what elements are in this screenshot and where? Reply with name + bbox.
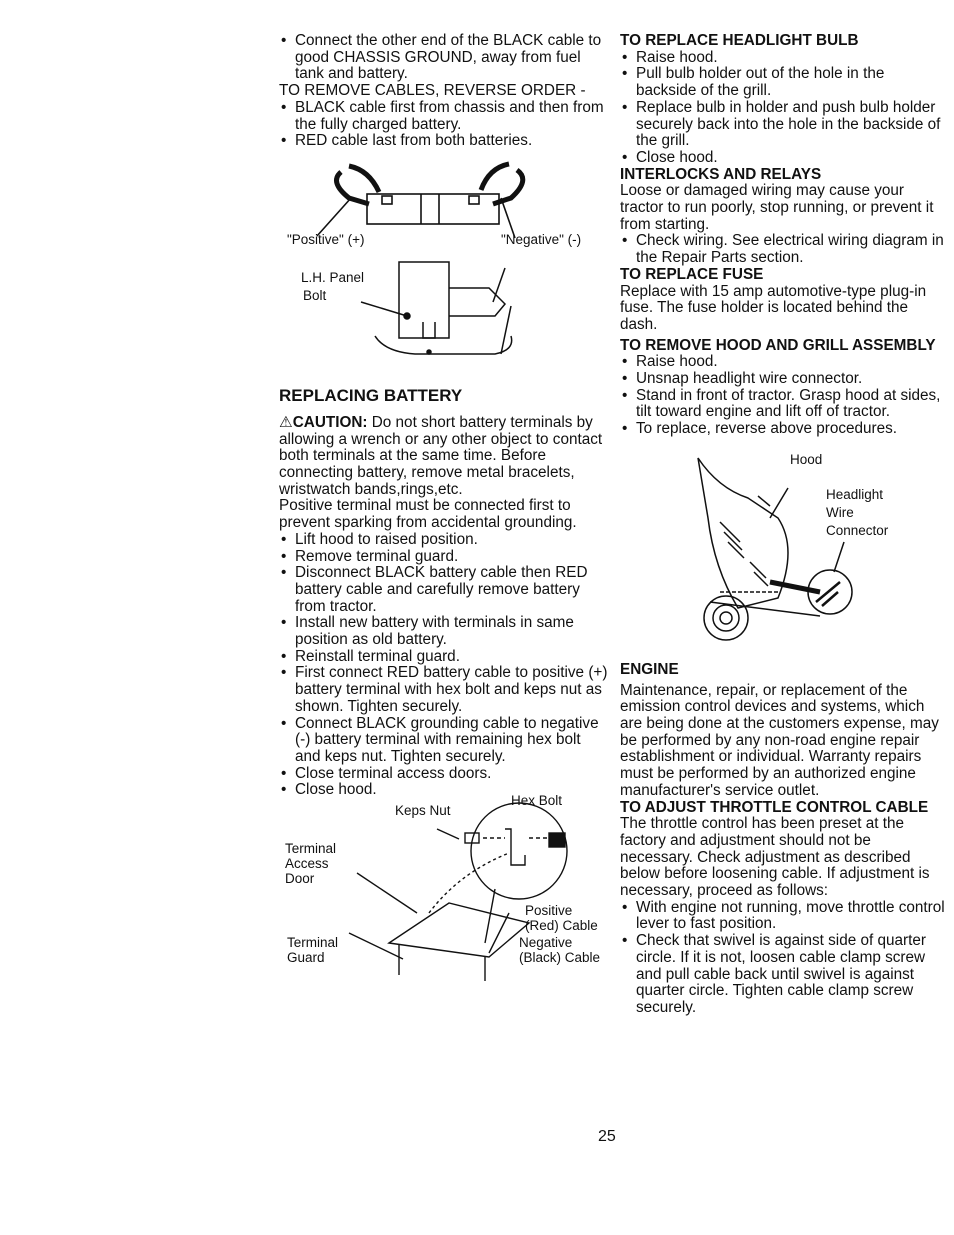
list-item: Connect the other end of the BLACK cable…	[279, 32, 609, 83]
list-item: Stand in front of tractor. Grasp hood at…	[620, 387, 946, 421]
list-item: RED cable last from both batteries.	[279, 133, 609, 150]
throttle-text: The throttle control has been preset at …	[620, 815, 930, 900]
battery-terminal-illustration	[348, 802, 568, 982]
hood-list: Raise hood. Unsnap headlight wire connec…	[620, 354, 946, 438]
hood-figure: Hood Headlight Wire Connector	[620, 452, 946, 652]
remove-cables-list: BLACK cable first from chassis and then …	[279, 99, 609, 150]
battery-terminal-figure: Keps Nut Hex Bolt Terminal Access Door T…	[279, 793, 609, 983]
list-item: Raise hood.	[620, 354, 946, 371]
caution-icon: ⚠	[279, 413, 293, 431]
hood-heading: TO REMOVE HOOD AND GRILL ASSEMBLY	[620, 336, 936, 354]
terminal-guard-label: Terminal Guard	[287, 935, 339, 966]
interlocks-list: Check wiring. See electrical wiring diag…	[620, 232, 946, 266]
positive-label: "Positive" (+)	[287, 231, 365, 247]
list-item: Pull bulb holder out of the hole in the …	[620, 65, 946, 99]
hood-illustration	[697, 457, 853, 641]
bolt-label: Bolt	[303, 287, 327, 303]
list-item: With engine not running, move throttle c…	[620, 899, 946, 933]
positive-terminal-note: Positive terminal must be connected firs…	[279, 497, 577, 532]
hood-label: Hood	[790, 451, 823, 467]
interlocks-heading: INTERLOCKS AND RELAYS	[620, 165, 822, 183]
throttle-heading: TO ADJUST THROTTLE CONTROL CABLE	[620, 798, 929, 816]
list-item: Install new battery with terminals in sa…	[279, 614, 609, 648]
engine-heading: ENGINE	[620, 660, 679, 678]
list-item: Lift hood to raised position.	[279, 531, 609, 549]
list-item: Remove terminal guard.	[279, 548, 609, 566]
list-item: Check wiring. See electrical wiring diag…	[620, 232, 946, 266]
list-item: Close hood.	[620, 149, 946, 167]
panel-bolt-illustration	[360, 261, 513, 355]
list-item: First connect RED battery cable to posit…	[279, 665, 609, 715]
replacing-battery-heading: REPLACING BATTERY	[279, 385, 463, 405]
list-item: Close terminal access doors.	[279, 765, 609, 783]
battery-steps-list: Lift hood to raised position. Remove ter…	[279, 531, 609, 799]
left-column: Connect the other end of the BLACK cable…	[279, 32, 609, 983]
fuse-text: Replace with 15 amp automotive-type plug…	[620, 282, 927, 333]
engine-text: Maintenance, repair, or replacement of t…	[620, 681, 939, 799]
caution-paragraph: ⚠CAUTION: Do not short battery terminals…	[279, 413, 609, 499]
caution-label: CAUTION:	[292, 413, 368, 431]
caution-text: Do not short battery terminals by allowi…	[279, 413, 603, 498]
intro-list: Connect the other end of the BLACK cable…	[279, 32, 609, 83]
fuse-heading: TO REPLACE FUSE	[620, 265, 764, 283]
negative-cable-label: Negative (Black) Cable	[519, 935, 601, 966]
list-item: Reinstall terminal guard.	[279, 648, 609, 666]
page-number: 25	[598, 1128, 616, 1145]
list-item: Raise hood.	[620, 49, 946, 67]
positive-cable-label: Positive (Red) Cable	[525, 903, 598, 934]
headlight-list: Raise hood. Pull bulb holder out of the …	[620, 49, 946, 167]
list-item: Close hood.	[279, 782, 609, 799]
right-column: TO REPLACE HEADLIGHT BULB Raise hood. Pu…	[620, 32, 946, 1017]
list-item: Connect BLACK grounding cable to negativ…	[279, 715, 609, 766]
interlocks-text: Loose or damaged wiring may cause your t…	[620, 182, 934, 233]
jumper-clamp-figure: "Positive" (+) "Negative" (-)	[279, 158, 609, 250]
negative-label: "Negative" (-)	[501, 231, 582, 247]
list-item: Disconnect BLACK battery cable then RED …	[279, 564, 609, 615]
panel-label: L.H. Panel	[301, 269, 365, 285]
list-item: BLACK cable first from chassis and then …	[279, 99, 609, 133]
list-item: To replace, reverse above procedures.	[620, 420, 946, 438]
terminal-access-door-label: Terminal Access Door	[285, 841, 337, 887]
list-item: Unsnap headlight wire connector.	[620, 370, 946, 388]
keps-nut-label: Keps Nut	[395, 803, 451, 819]
list-item: Check that swivel is against side of qua…	[620, 932, 946, 1017]
remove-cables-heading: TO REMOVE CABLES, REVERSE ORDER -	[279, 82, 586, 100]
jumper-clamp-illustration	[316, 161, 526, 239]
panel-bolt-figure: L.H. Panel Bolt	[279, 258, 609, 368]
list-item: Replace bulb in holder and push bulb hol…	[620, 99, 946, 150]
hex-bolt-label: Hex Bolt	[511, 793, 563, 809]
throttle-list: With engine not running, move throttle c…	[620, 899, 946, 1017]
headlight-heading: TO REPLACE HEADLIGHT BULB	[620, 32, 859, 49]
headlight-connector-label: Headlight Wire Connector	[826, 486, 889, 538]
